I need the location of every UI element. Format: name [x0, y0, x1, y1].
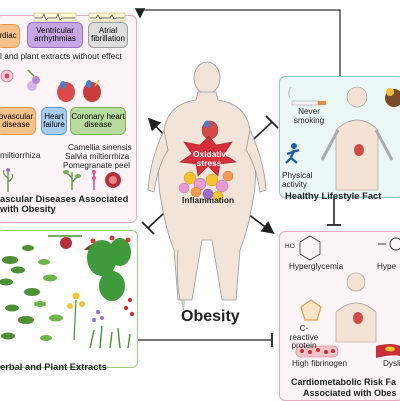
- cardio-panel-title-1: Cardiometabolic Risk Fa: [291, 377, 397, 387]
- inflammation-label: Inflammation: [182, 195, 235, 205]
- pill-coronary-heart-disease: Coronary heart disease: [70, 107, 126, 135]
- without-effect-text: l and plant extracts without effect: [0, 51, 122, 61]
- pill-heart-failure: Heart failure: [41, 107, 67, 135]
- cardio-panel-title-2: Associated with Obes: [303, 388, 397, 398]
- herb-right-label-3: Pomegranate peel: [63, 161, 130, 170]
- herb-right-label-2: Salvia miltiorrhiza: [65, 152, 130, 161]
- herbal-panel-title: erbal and Plant Extracts: [0, 361, 107, 372]
- dyslipidemia-label: Dysli: [383, 359, 400, 368]
- pill-cardiovascular-disease: ovascular disease: [0, 107, 36, 135]
- molecule-ho-label: HO: [285, 243, 295, 250]
- pill-ventricular-arrhythmias: Ventricular arrhythmias: [27, 22, 83, 48]
- physical-activity-label: Physical activity: [282, 171, 313, 189]
- lifestyle-panel-title: Healthy Lifestyle Fact: [285, 190, 382, 201]
- cvd-panel-title: ascular Diseases Associated with Obesity: [0, 193, 129, 214]
- never-smoking-label: Never smoking: [293, 107, 325, 125]
- feedback-loop-arrow: [134, 8, 341, 76]
- pill-atrial-fibrillation: Atrial fibrillation: [88, 22, 128, 48]
- pill-cardiac: rdiac: [0, 24, 20, 48]
- oxidative-stress-burst: [179, 135, 237, 177]
- high-fibrinogen-label: High fibrinogen: [292, 359, 348, 368]
- hyperglycemia-label: Hyperglycemia: [289, 262, 344, 271]
- oxidative-stress-label: Oxidative stress: [193, 149, 231, 168]
- herb-left-label: miltiorrhiza: [0, 150, 41, 160]
- c-reactive-protein-label: C-reactive protein: [289, 324, 319, 351]
- hypertension-label: Hype: [377, 262, 397, 271]
- obesity-title: Obesity: [181, 308, 240, 325]
- herb-right-label-1: Camellia sinensis: [68, 143, 132, 152]
